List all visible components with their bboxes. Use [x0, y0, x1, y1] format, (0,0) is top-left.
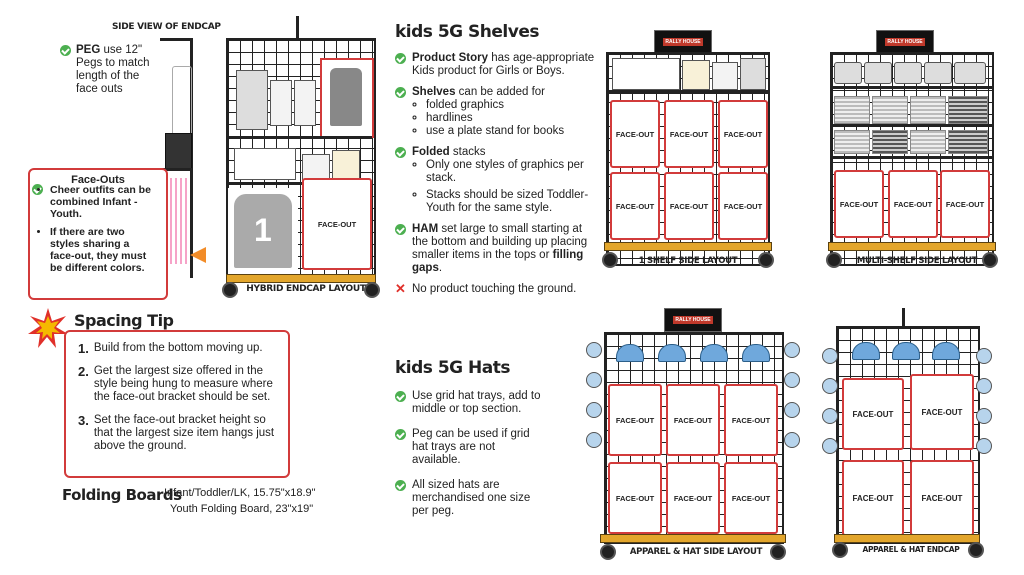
- onesie-faceout: [320, 58, 374, 138]
- check-icon: [395, 53, 406, 64]
- check-icon: [395, 391, 406, 402]
- jersey-faceout: 1: [228, 188, 298, 276]
- faceouts-list: Cheer outfits can be combined Infant - Y…: [30, 184, 156, 274]
- hats-item: Peg can be used if grid hat trays are no…: [395, 428, 545, 467]
- side-view-title: SIDE VIEW OF ENDCAP: [112, 22, 221, 32]
- rally-sign: RALLY HOUSE: [664, 308, 722, 332]
- arrow-icon: [190, 247, 206, 263]
- faceout: FACE-OUT: [842, 460, 904, 536]
- peg-text: use 12" Pegs to match length of the face…: [76, 44, 150, 95]
- multi-shelf-fixture: RALLY HOUSE FACE-OUT FACE-OUT FACE-OUT: [826, 30, 1006, 275]
- faceout: FACE-OUT: [664, 100, 714, 168]
- shelves-title: kids 5G Shelves: [395, 22, 539, 42]
- shelves-item: HAM set large to small starting at the b…: [395, 223, 595, 275]
- hat-icon: [658, 344, 686, 362]
- apparel-endcap-label: APPAREL & HAT ENDCAP: [862, 545, 960, 554]
- one-shelf-fixture: RALLY HOUSE FACE-OUT FACE-OUT FACE-OUT F…: [600, 30, 780, 275]
- check-icon: [60, 45, 71, 56]
- peg-bold: PEG: [76, 44, 101, 56]
- check-icon: [395, 147, 406, 158]
- hat-icon: [932, 342, 960, 360]
- step-number: 1.: [78, 341, 89, 356]
- faceouts-item: Cheer outfits can be combined Infant - Y…: [50, 184, 156, 220]
- faceout: FACE-OUT: [608, 384, 662, 456]
- spacing-title: Spacing Tip: [74, 311, 174, 330]
- faceout: FACE-OUT: [718, 172, 768, 240]
- check-icon: [395, 480, 406, 491]
- faceout: FACE-OUT: [666, 384, 720, 456]
- hat-icon: [742, 344, 770, 362]
- spacing-item: 3. Set the face-out bracket height so th…: [78, 414, 283, 453]
- hat-icon: [892, 342, 920, 360]
- hats-item: All sized hats are merchandised one size…: [395, 479, 545, 518]
- faceout: FACE-OUT: [910, 460, 974, 536]
- x-icon: ✕: [395, 281, 406, 296]
- burst-icon: [28, 308, 68, 348]
- spacing-item: 1. Build from the bottom moving up.: [78, 342, 283, 355]
- shelves-item: Folded stacks Only one styles of graphic…: [395, 146, 595, 215]
- faceout: FACE-OUT: [718, 100, 768, 168]
- faceout: FACE-OUT: [724, 384, 778, 456]
- peg-note: PEG use 12" Pegs to match length of the …: [60, 44, 158, 96]
- faceout: FACE-OUT: [664, 172, 714, 240]
- step-text: Build from the bottom moving up.: [93, 342, 263, 354]
- faceout: FACE-OUT: [834, 170, 884, 238]
- step-text: Get the largest size offered in the styl…: [93, 365, 273, 403]
- rally-sign: RALLY HOUSE: [654, 30, 712, 54]
- shelves-item: ✕ No product touching the ground.: [395, 281, 577, 296]
- hybrid-endcap: 1 FACE-OUT: [222, 16, 380, 298]
- faceouts-title: Face-Outs: [71, 174, 125, 186]
- hats-title: kids 5G Hats: [395, 358, 510, 378]
- check-icon: [32, 184, 43, 195]
- apparel-hat-label: APPAREL & HAT SIDE LAYOUT: [629, 547, 763, 557]
- hat-icon: [700, 344, 728, 362]
- one-shelf-label: 1 SHELF SIDE LAYOUT: [638, 256, 738, 266]
- check-icon: [395, 429, 406, 440]
- check-icon: [395, 87, 406, 98]
- hats-item: Use grid hat trays, add to middle or top…: [395, 390, 545, 416]
- faceout: FACE-OUT: [610, 100, 660, 168]
- step-number: 2.: [78, 364, 89, 379]
- side-view-drawing: [160, 38, 210, 278]
- step-number: 3.: [78, 413, 89, 428]
- faceout: FACE-OUT: [910, 374, 974, 450]
- spacing-box: 1. Build from the bottom moving up. 2. G…: [64, 330, 290, 478]
- folding-boards-title: Folding Boards: [62, 486, 182, 504]
- hat-icon: [852, 342, 880, 360]
- check-icon: [395, 224, 406, 235]
- faceout: FACE-OUT: [888, 170, 938, 238]
- faceout: FACE-OUT: [842, 378, 904, 450]
- rally-sign: RALLY HOUSE: [876, 30, 934, 54]
- folding-boards-line1: Infant/Toddler/LK, 15.75"x18.9": [164, 487, 316, 499]
- apparel-hat-fixture: RALLY HOUSE FACE-OUT FACE-OUT FACE-OUT F…: [582, 308, 802, 563]
- shelves-list: Product Story has age-appropriate Kids p…: [395, 52, 595, 304]
- hat-icon: [616, 344, 644, 362]
- faceouts-item: If there are two styles sharing a face-o…: [50, 226, 156, 274]
- hybrid-label: HYBRID ENDCAP LAYOUT: [246, 284, 366, 294]
- plush-shelf: [236, 70, 268, 130]
- spacing-item: 2. Get the largest size offered in the s…: [78, 365, 283, 404]
- faceout: FACE-OUT: [940, 170, 990, 238]
- shelves-item: Product Story has age-appropriate Kids p…: [395, 52, 595, 78]
- faceout: FACE-OUT: [724, 462, 778, 534]
- hybrid-faceout: FACE-OUT: [302, 178, 372, 270]
- folding-boards-line2: Youth Folding Board, 23"x19": [170, 503, 314, 515]
- faceouts-box: Face-Outs Cheer outfits can be combined …: [28, 168, 168, 300]
- step-text: Set the face-out bracket height so that …: [93, 414, 275, 452]
- shelves-item: Shelves can be added for folded graphics…: [395, 86, 595, 138]
- apparel-endcap-fixture: FACE-OUT FACE-OUT FACE-OUT FACE-OUT: [822, 308, 992, 558]
- hats-list: Use grid hat trays, add to middle or top…: [395, 390, 545, 526]
- faceout: FACE-OUT: [666, 462, 720, 534]
- faceout: FACE-OUT: [608, 462, 662, 534]
- faceout: FACE-OUT: [610, 172, 660, 240]
- multi-shelf-label: MULTI-SHELF SIDE LAYOUT: [856, 256, 978, 266]
